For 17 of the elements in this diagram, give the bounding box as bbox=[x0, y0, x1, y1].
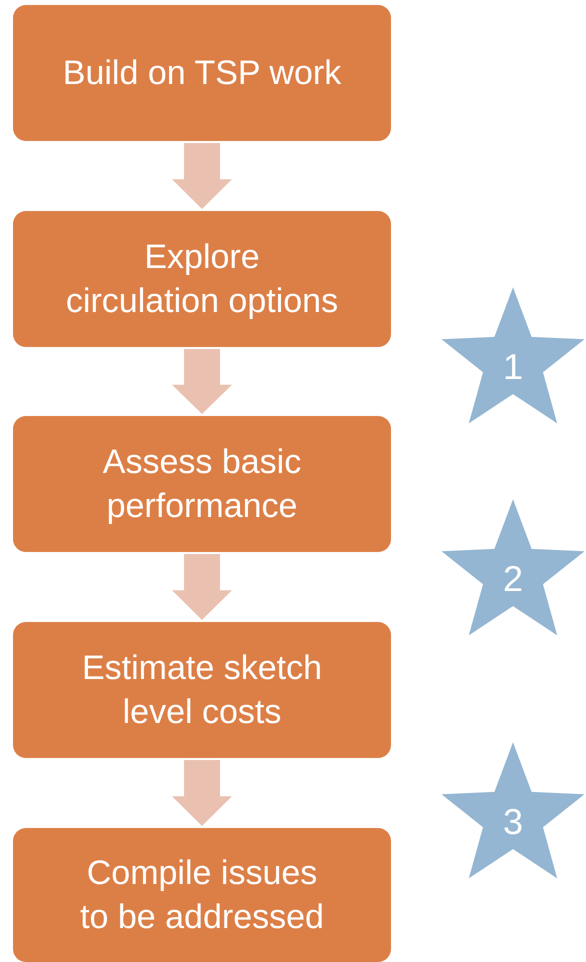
step-label: Build on TSP work bbox=[62, 52, 342, 94]
down-arrow bbox=[172, 554, 232, 620]
process-box bbox=[13, 5, 391, 141]
process-box bbox=[13, 211, 391, 347]
step-number: 1 bbox=[502, 348, 524, 384]
process-box bbox=[13, 828, 391, 962]
process-box bbox=[13, 622, 391, 758]
down-arrow bbox=[172, 143, 232, 209]
step-label: Estimate sketch level costs bbox=[81, 648, 323, 733]
step-label: Explore circulation options bbox=[64, 236, 340, 322]
down-arrow bbox=[172, 349, 232, 414]
step-number: 3 bbox=[502, 804, 524, 840]
step-label: Compile issues to be addressed bbox=[79, 852, 325, 938]
step-label: Assess basic performance bbox=[102, 442, 302, 527]
process-box bbox=[13, 416, 391, 552]
step-number: 2 bbox=[502, 560, 524, 596]
down-arrow bbox=[172, 760, 232, 826]
